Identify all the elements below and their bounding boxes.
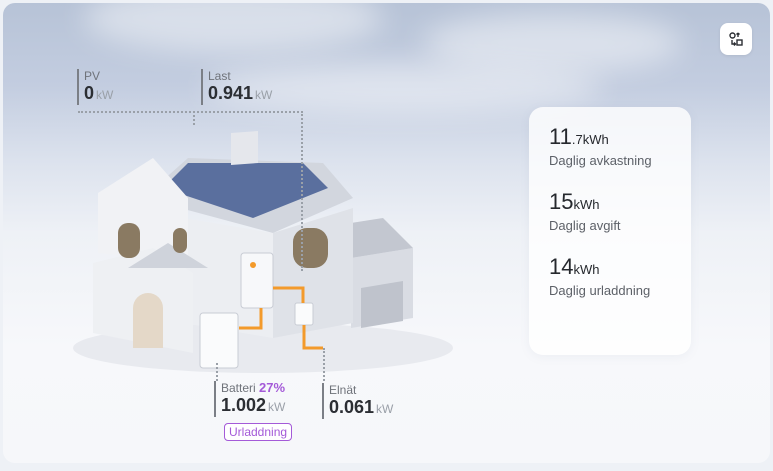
pv-title: PV (84, 69, 101, 83)
stat-label: Daglig urladdning (549, 283, 651, 298)
stat-value: 11 (549, 124, 572, 149)
stat-unit: kWh (573, 262, 600, 277)
stat-unit: kWh (573, 197, 600, 212)
stat-decimal: .7 (571, 132, 583, 147)
switch-view-button[interactable] (720, 23, 752, 55)
stat-value: 15 (549, 189, 574, 214)
stat-daily-yield: 11.7kWh Daglig avkastning (549, 125, 671, 170)
stat-daily-charge: 15kWh Daglig avgift (549, 190, 671, 235)
stat-unit: kWh (582, 132, 609, 147)
load-unit: kW (255, 88, 273, 102)
grid-unit: kW (376, 402, 394, 416)
daily-stats-card: 11.7kWh Daglig avkastning 15kWh Daglig a… (529, 107, 691, 355)
grid-value: 0.061 (329, 397, 375, 417)
battery-status-badge: Urladdning (224, 423, 293, 441)
load-title: Last (208, 69, 231, 83)
battery-unit: kW (268, 400, 286, 414)
stat-value: 14 (549, 254, 574, 279)
stat-label: Daglig avkastning (549, 153, 652, 168)
pv-unit: kW (96, 88, 114, 102)
pv-value: 0 (84, 83, 95, 103)
stat-label: Daglig avgift (549, 218, 621, 233)
battery-percent: 27% (259, 380, 286, 395)
battery-title: Batteri (221, 381, 256, 395)
load-value: 0.941 (208, 83, 254, 103)
grid-title: Elnät (329, 383, 357, 397)
swap-icon (729, 32, 743, 46)
battery-value: 1.002 (221, 395, 267, 415)
stat-daily-discharge: 14kWh Daglig urladdning (549, 255, 671, 300)
